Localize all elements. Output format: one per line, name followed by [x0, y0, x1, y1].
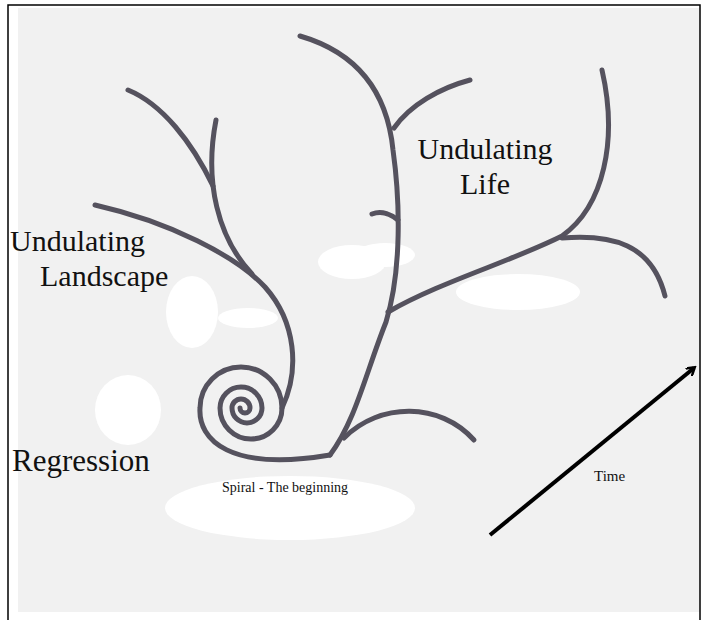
note-label: Spiral - The beginning: [222, 480, 348, 496]
region-label: Undulating Life: [400, 132, 570, 201]
white-patch: [355, 243, 415, 267]
time-arrow: [490, 368, 694, 535]
white-patch: [95, 375, 161, 445]
white-patch: [218, 308, 278, 328]
life-branch: [394, 80, 470, 128]
white-patch: [166, 276, 218, 348]
spiral: [200, 367, 330, 460]
main-trunk: [300, 36, 398, 455]
region-label: Regression: [12, 443, 150, 479]
landscape-branch: [128, 90, 213, 186]
life-branch: [388, 70, 608, 312]
landscape-branch: [212, 120, 252, 274]
paper-ground: [18, 8, 700, 612]
axis-label: Time: [594, 468, 625, 485]
life-branch: [344, 411, 474, 440]
life-branch: [562, 237, 665, 296]
region-label: Undulating Landscape: [10, 224, 190, 293]
white-patch: [165, 476, 415, 540]
frame-line: [8, 5, 700, 620]
tree-branches: [95, 36, 665, 460]
life-branch: [372, 213, 398, 220]
white-patch: [456, 274, 580, 310]
